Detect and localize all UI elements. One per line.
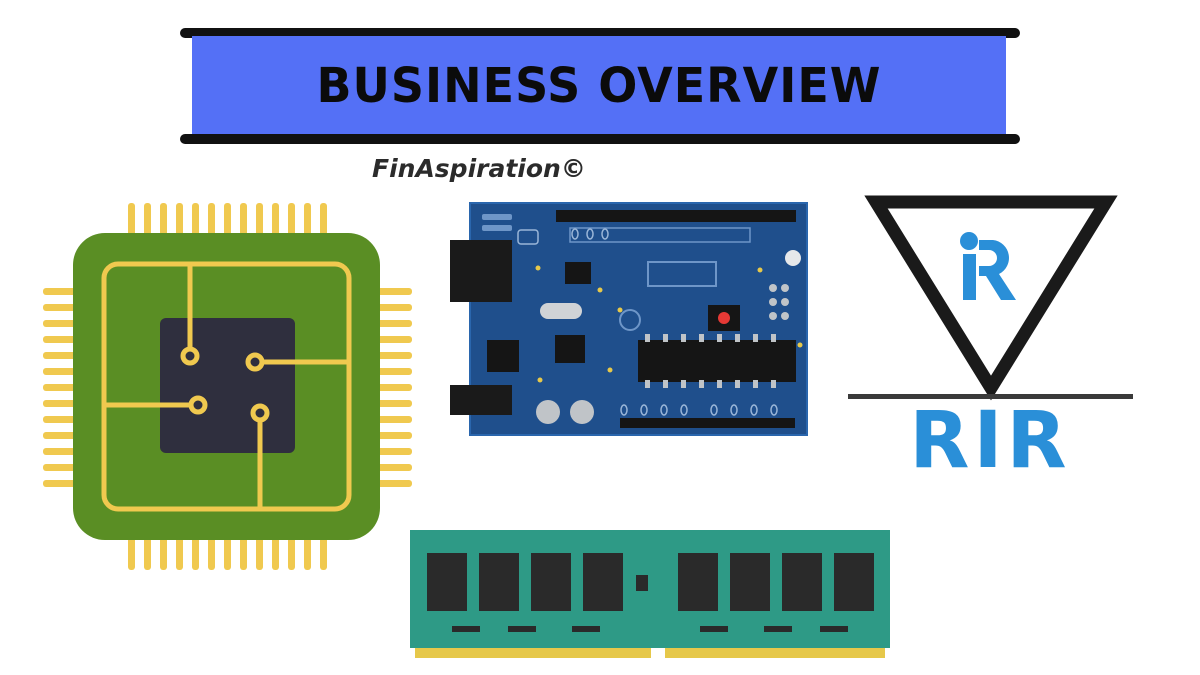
memory-module-icon xyxy=(410,530,890,658)
rir-logo-icon xyxy=(848,195,1133,401)
circuit-board-icon xyxy=(450,202,808,436)
title-banner xyxy=(192,36,1006,134)
title-top-rule xyxy=(180,28,1020,38)
processor-chip-icon xyxy=(43,203,412,570)
page-title: BUSINESS OVERVIEW xyxy=(316,56,882,114)
credit-text: FinAspiration© xyxy=(372,154,586,183)
title-bottom-rule xyxy=(180,134,1020,144)
rir-logo-text: RIR xyxy=(909,396,1071,486)
